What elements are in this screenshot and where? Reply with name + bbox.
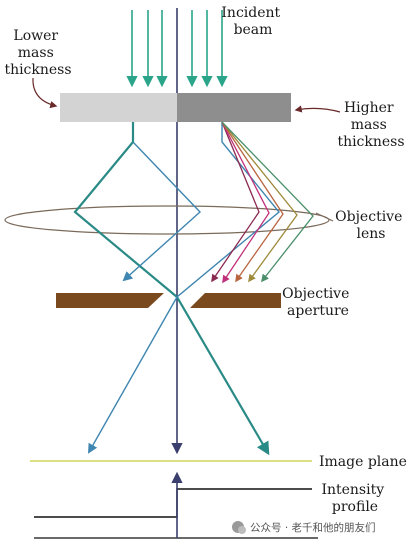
- objective-lens-leader: [315, 212, 334, 222]
- incident-beam-label: Incident beam: [221, 5, 284, 38]
- lower-mass-leader: [32, 77, 58, 109]
- scattered-ray-2: [221, 121, 270, 284]
- intensity-profile-curve: [34, 488, 312, 518]
- specimen-thick-region: [177, 93, 291, 122]
- scattered-ray-3: [221, 121, 284, 283]
- higher-mass-label: Higher mass thickness: [337, 100, 404, 150]
- watermark-text: 公众号 · 老千和他的朋友们: [250, 521, 376, 534]
- specimen-thin-region: [60, 93, 177, 122]
- unscattered-ray-right: [88, 122, 280, 454]
- scattered-ray-left: [122, 141, 202, 282]
- image-plane-label: Image plane: [319, 454, 407, 470]
- objective-lens-label: Objective lens: [335, 209, 407, 242]
- watermark: 公众号 · 老千和他的朋友们: [232, 521, 376, 534]
- scattered-ray-1: [211, 121, 260, 283]
- scattered-ray-4: [221, 121, 298, 283]
- lower-mass-label: Lower mass thickness: [4, 28, 71, 78]
- scattered-ray-5: [221, 121, 314, 283]
- aperture-left: [56, 293, 164, 308]
- objective-aperture-label: Objective aperture: [282, 286, 354, 319]
- intensity-profile-label: Intensity profile: [321, 482, 388, 515]
- objective-lens: [4, 205, 330, 235]
- incident-beam: [126, 10, 228, 88]
- aperture-right: [190, 293, 281, 308]
- wechat-icon-inner: [238, 526, 246, 534]
- unscattered-ray-left: [73, 122, 270, 456]
- higher-mass-leader: [294, 105, 341, 113]
